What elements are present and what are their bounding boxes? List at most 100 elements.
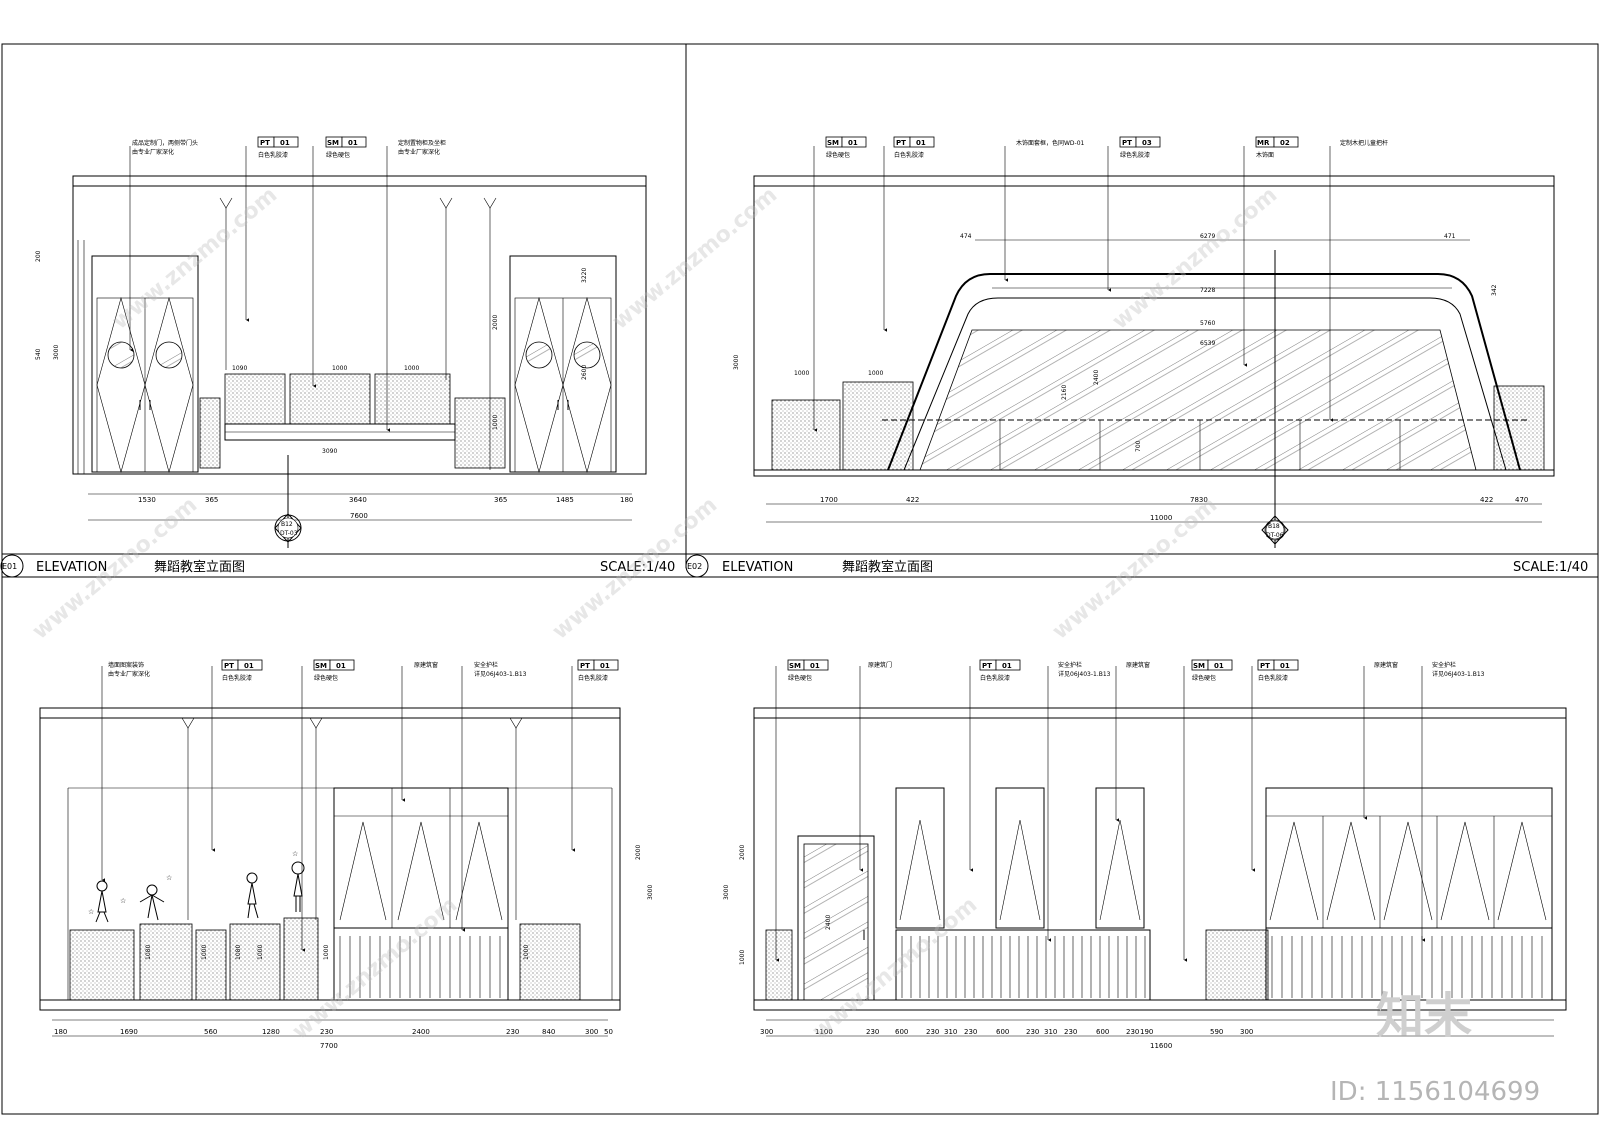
svg-text:1700: 1700 bbox=[820, 496, 838, 504]
e02-tag-mr02: MR 02 bbox=[1255, 136, 1299, 148]
svg-text:安全护栏详见06J403-1.B13: 安全护栏详见06J403-1.B13 bbox=[474, 661, 527, 678]
svg-text:540: 540 bbox=[35, 348, 42, 360]
e04-dim-label: 600 bbox=[1096, 1028, 1109, 1036]
svg-text:840: 840 bbox=[542, 1028, 555, 1036]
e01-left-door bbox=[91, 255, 199, 474]
svg-text:50: 50 bbox=[604, 1028, 613, 1036]
svg-text:342: 342 bbox=[1491, 284, 1498, 296]
svg-text:7600: 7600 bbox=[350, 512, 368, 520]
e04-door bbox=[797, 835, 875, 1001]
e04-dim-label: 600 bbox=[895, 1028, 908, 1036]
svg-text:3220: 3220 bbox=[581, 268, 588, 283]
svg-text:01: 01 bbox=[848, 139, 858, 147]
e01-note-sm: 绿色硬包 bbox=[326, 151, 350, 159]
svg-text:01: 01 bbox=[244, 662, 254, 670]
svg-text:B12: B12 bbox=[281, 521, 293, 528]
svg-text:3000: 3000 bbox=[53, 345, 60, 360]
svg-text:www.znzmo.com: www.znzmo.com bbox=[1108, 183, 1282, 335]
e01-section-mark: B12 DT-03 bbox=[274, 455, 302, 548]
e04-windows bbox=[895, 787, 1553, 1001]
svg-text:PT: PT bbox=[224, 662, 234, 670]
e04-dim-label: 590 bbox=[1210, 1028, 1223, 1036]
e04-dim-label: 230 bbox=[964, 1028, 977, 1036]
svg-text:3000: 3000 bbox=[733, 355, 740, 370]
e03-leaders bbox=[101, 666, 575, 952]
svg-text:www.znzmo.com: www.znzmo.com bbox=[108, 183, 282, 335]
e02-dimensions: 1700 422 7830 422 470 11000 474 6279 471… bbox=[733, 233, 1542, 523]
svg-text:11000: 11000 bbox=[1150, 514, 1172, 522]
svg-text:1080: 1080 bbox=[235, 945, 242, 960]
e02-note-sm: 绿色硬包 bbox=[826, 151, 850, 159]
svg-text:3000: 3000 bbox=[723, 885, 730, 900]
svg-text:DT-06: DT-06 bbox=[1266, 532, 1284, 539]
e02-section-mark: B18 DT-06 bbox=[1261, 250, 1289, 548]
svg-text:230: 230 bbox=[506, 1028, 519, 1036]
sheet-border bbox=[1, 43, 1599, 1115]
svg-text:1530: 1530 bbox=[138, 496, 156, 504]
svg-text:SCALE:1/40: SCALE:1/40 bbox=[600, 560, 675, 575]
svg-text:1090: 1090 bbox=[232, 365, 247, 372]
svg-text:1000: 1000 bbox=[332, 365, 347, 372]
svg-text:180: 180 bbox=[620, 496, 633, 504]
svg-text:180: 180 bbox=[54, 1028, 67, 1036]
svg-text:原建筑窗: 原建筑窗 bbox=[1374, 661, 1398, 669]
e04-dim-label: 310 bbox=[1044, 1028, 1057, 1036]
svg-text:03: 03 bbox=[1142, 139, 1152, 147]
svg-text:PT: PT bbox=[1260, 662, 1270, 670]
svg-text:1000: 1000 bbox=[739, 950, 746, 965]
e04-dim-label: 1100 bbox=[815, 1028, 833, 1036]
svg-text:ELEVATION: ELEVATION bbox=[36, 560, 107, 575]
e01-wall-outline bbox=[72, 175, 647, 475]
e02-note-wood-frame: 木饰面套框，色同WD-01 bbox=[1016, 139, 1085, 147]
svg-text:1690: 1690 bbox=[120, 1028, 138, 1036]
svg-text:01: 01 bbox=[810, 662, 820, 670]
svg-text:1080: 1080 bbox=[145, 945, 152, 960]
svg-text:☆: ☆ bbox=[166, 874, 172, 882]
svg-text:2400: 2400 bbox=[1093, 370, 1100, 385]
svg-text:1485: 1485 bbox=[556, 496, 574, 504]
title-bar-e02: E02 ELEVATION 舞蹈教室立面图 SCALE:1/40 bbox=[685, 553, 1598, 578]
e01-leaders bbox=[129, 146, 497, 470]
svg-text:7830: 7830 bbox=[1190, 496, 1208, 504]
svg-text:绿色硬包: 绿色硬包 bbox=[1192, 674, 1216, 682]
panel-id-e02: E02 bbox=[687, 562, 702, 571]
svg-text:3640: 3640 bbox=[349, 496, 367, 504]
svg-text:3090: 3090 bbox=[322, 448, 337, 455]
panel-id-e01: E01 bbox=[2, 562, 17, 571]
svg-text:原建筑窗: 原建筑窗 bbox=[414, 661, 438, 669]
svg-text:绿色硬包: 绿色硬包 bbox=[314, 674, 338, 682]
e04-dim-label: 230 bbox=[866, 1028, 879, 1036]
svg-text:422: 422 bbox=[1480, 496, 1493, 504]
svg-text:470: 470 bbox=[1515, 496, 1528, 504]
svg-text:1280: 1280 bbox=[262, 1028, 280, 1036]
svg-text:安全护栏详见06J403-1.B13: 安全护栏详见06J403-1.B13 bbox=[1432, 661, 1485, 678]
svg-text:绿色硬包: 绿色硬包 bbox=[788, 674, 812, 682]
svg-text:02: 02 bbox=[1280, 139, 1290, 147]
e02-note-barre: 定制木把儿童把杆 bbox=[1340, 139, 1388, 147]
svg-text:SM: SM bbox=[789, 662, 801, 670]
svg-text:01: 01 bbox=[336, 662, 346, 670]
svg-text:11600: 11600 bbox=[1150, 1042, 1172, 1050]
e02-note-pt: 白色乳胶漆 bbox=[894, 151, 924, 159]
svg-text:5760: 5760 bbox=[1200, 320, 1215, 327]
e04-dim-label: 300 bbox=[760, 1028, 773, 1036]
e03-tag-pt01: PT 01 bbox=[221, 659, 263, 671]
svg-text:7700: 7700 bbox=[320, 1042, 338, 1050]
e03-dancer-figures: ☆☆☆☆ bbox=[88, 850, 305, 923]
svg-text:6279: 6279 bbox=[1200, 233, 1215, 240]
svg-text:☆: ☆ bbox=[120, 897, 126, 905]
svg-text:01: 01 bbox=[1002, 662, 1012, 670]
svg-text:PT: PT bbox=[982, 662, 992, 670]
e03-dimensions: 180 1690 560 1280 230 2400 230 840 300 5… bbox=[52, 845, 654, 1050]
svg-text:MR: MR bbox=[1257, 139, 1270, 147]
svg-text:SCALE:1/40: SCALE:1/40 bbox=[1513, 560, 1588, 575]
